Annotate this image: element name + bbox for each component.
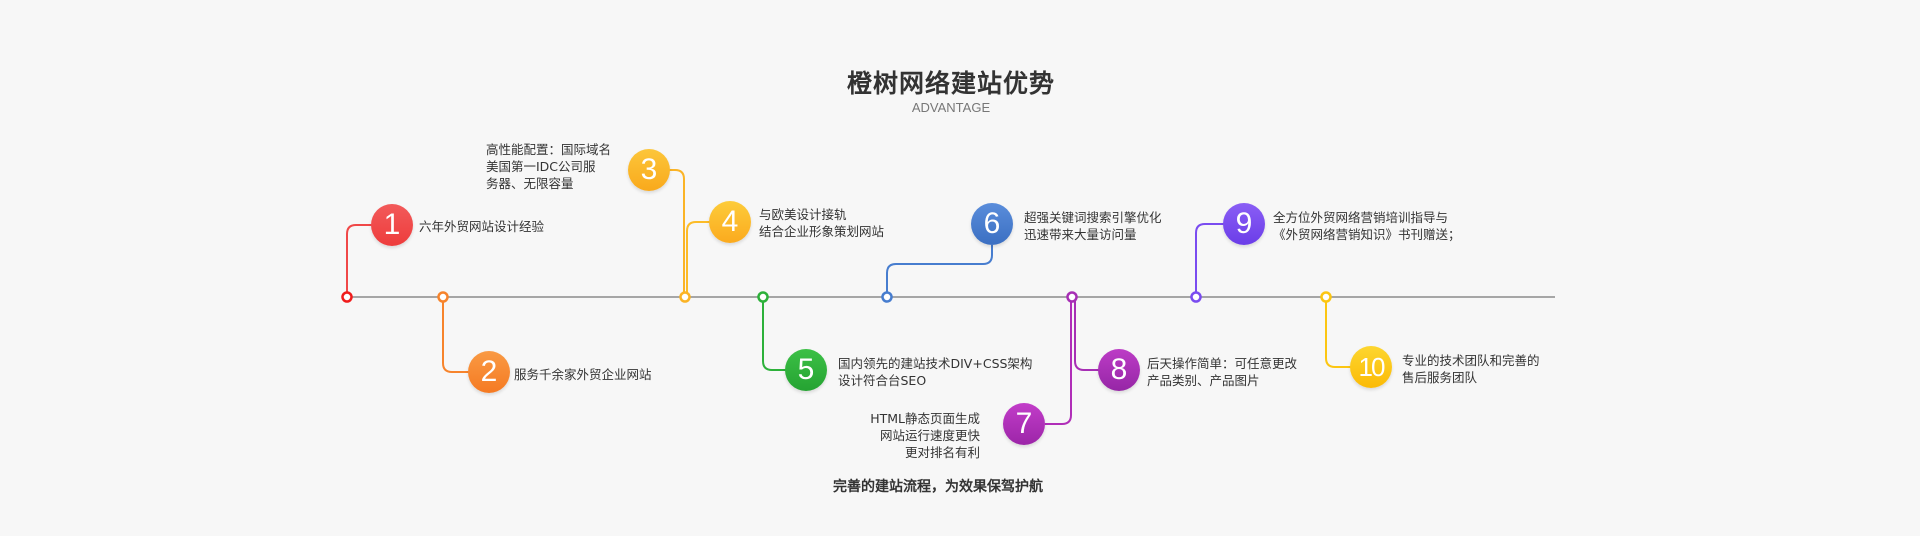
step-4-text: 与欧美设计接轨结合企业形象策划网站 — [759, 207, 885, 239]
step-1-text: 六年外贸网站设计经验 — [419, 219, 545, 234]
footer-slogan: 完善的建站流程，为效果保驾护航 — [833, 479, 1043, 495]
step-2-badge: 2 — [468, 351, 510, 393]
step-10-text: 专业的技术团队和完善的售后服务团队 — [1402, 353, 1540, 385]
step-5-badge: 5 — [785, 349, 827, 391]
section-title: 橙树网络建站优势 — [846, 69, 1055, 98]
step-8-badge: 8 — [1098, 349, 1140, 391]
marker-9 — [1190, 291, 1202, 303]
step-3-badge: 3 — [628, 149, 670, 191]
step-6-badge: 6 — [971, 203, 1013, 245]
marker-7 — [1066, 291, 1078, 303]
connector-1 — [346, 224, 372, 297]
connector-10 — [1325, 297, 1351, 368]
step-7-text: HTML静态页面生成网站运行速度更快更对排名有利 — [870, 411, 980, 460]
marker-6 — [881, 291, 893, 303]
connector-4 — [686, 221, 710, 297]
step-5-text: 国内领先的建站技术DIV+CSS架构设计符合台SEO — [838, 356, 1033, 388]
step-9-badge: 9 — [1223, 203, 1265, 245]
connector-6 — [886, 245, 993, 297]
connector-8 — [1074, 297, 1099, 371]
marker-10 — [1320, 291, 1332, 303]
step-9-text: 全方位外贸网络营销培训指导与《外贸网络营销知识》书刊赠送； — [1273, 210, 1461, 242]
marker-2 — [437, 291, 449, 303]
step-3-text: 高性能配置：国际域名美国第一IDC公司服务器、无限容量 — [486, 142, 612, 191]
connector-3 — [669, 169, 685, 297]
connector-7 — [1045, 297, 1072, 425]
marker-3 — [679, 291, 691, 303]
step-6-text: 超强关键词搜索引擎优化迅速带来大量访问量 — [1024, 210, 1162, 242]
step-2-text: 服务千余家外贸企业网站 — [514, 367, 652, 382]
section-subtitle: ADVANTAGE — [911, 100, 991, 115]
marker-1 — [341, 291, 353, 303]
step-7-badge: 7 — [1003, 403, 1045, 445]
step-1-badge: 1 — [371, 204, 413, 246]
marker-5 — [757, 291, 769, 303]
step-8-text: 后天操作简单：可任意更改产品类别、产品图片 — [1147, 356, 1298, 388]
connector-2 — [442, 297, 469, 373]
connector-5 — [762, 297, 786, 371]
connector-9 — [1195, 223, 1224, 297]
step-4-badge: 4 — [709, 201, 751, 243]
step-10-badge: 10 — [1350, 346, 1392, 388]
